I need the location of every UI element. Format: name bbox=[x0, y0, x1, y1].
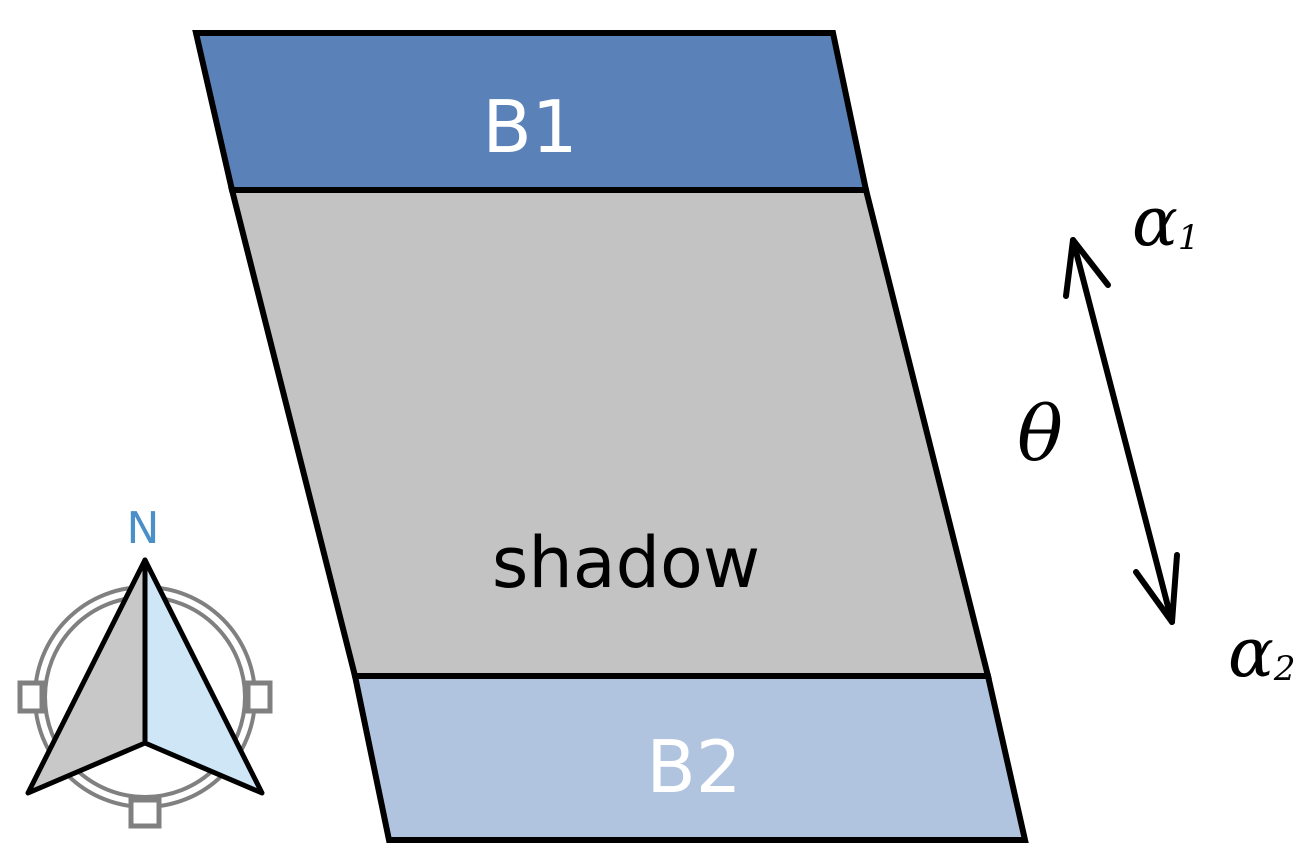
region-label-shadow: shadow bbox=[492, 522, 760, 604]
alpha1-label: α1 bbox=[1132, 183, 1200, 262]
alpha1-symbol: α bbox=[1132, 183, 1178, 262]
north-arrow-icon bbox=[17, 557, 273, 829]
arrow-head-end-icon bbox=[1133, 552, 1180, 625]
arrow-shaft bbox=[1070, 237, 1175, 625]
alpha2-symbol: α bbox=[1228, 614, 1274, 693]
compass-tab-west bbox=[17, 680, 45, 714]
region-label-b2: B2 bbox=[646, 725, 741, 809]
arrow-head-start-icon bbox=[1063, 237, 1111, 299]
theta-label: θ bbox=[1017, 389, 1063, 478]
north-label: N bbox=[127, 503, 160, 554]
alpha2-label: α2 bbox=[1228, 614, 1296, 693]
alpha1-subscript: 1 bbox=[1178, 218, 1200, 258]
region-b2 bbox=[351, 673, 1029, 843]
region-label-b1: B1 bbox=[482, 85, 577, 169]
alpha2-subscript: 2 bbox=[1273, 649, 1296, 689]
compass-tab-south bbox=[128, 797, 162, 829]
compass-tab-east bbox=[245, 680, 273, 714]
direction-arrow bbox=[1063, 237, 1180, 625]
